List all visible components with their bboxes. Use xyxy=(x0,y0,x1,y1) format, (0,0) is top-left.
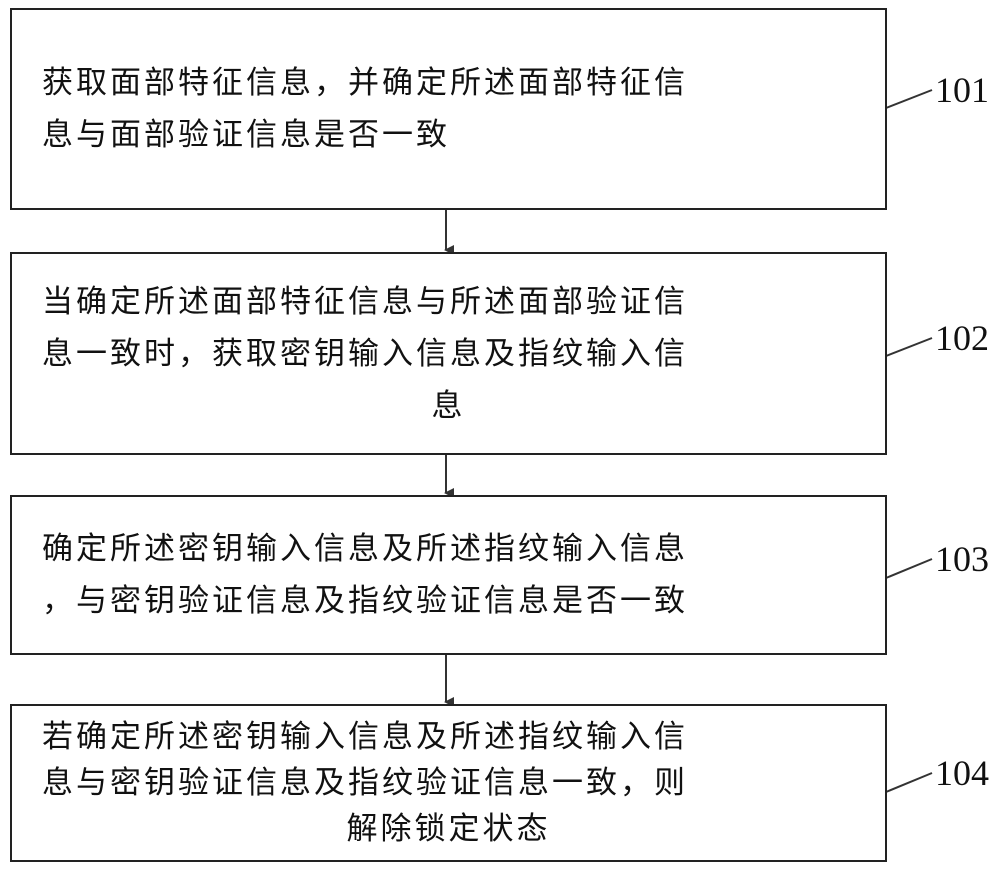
leader-101 xyxy=(885,89,933,109)
leader-104 xyxy=(885,772,933,793)
step-box-103: 确定所述密钥输入信息及所述指纹输入信息 ，与密钥验证信息及指纹验证信息是否一致 xyxy=(10,495,887,655)
step-text: ，与密钥验证信息及指纹验证信息是否一致 xyxy=(42,583,688,619)
step-text: 息与面部验证信息是否一致 xyxy=(42,117,450,153)
step-text: 息一致时，获取密钥输入信息及指纹输入信 xyxy=(42,335,688,372)
step-label-104: 104 xyxy=(935,753,989,793)
step-text: 息 xyxy=(431,387,466,424)
step-text: 当确定所述面部特征信息与所述面部验证信 xyxy=(42,283,688,320)
leader-102 xyxy=(885,337,933,357)
step-text: 解除锁定状态 xyxy=(346,811,551,847)
step-box-104: 若确定所述密钥输入信息及所述指纹输入信 息与密钥验证信息及指纹验证信息一致，则 … xyxy=(10,704,887,862)
step-text: 确定所述密钥输入信息及所述指纹输入信息 xyxy=(42,531,688,567)
step-text: 息与密钥验证信息及指纹验证信息一致，则 xyxy=(42,765,688,801)
leader-103 xyxy=(885,558,933,579)
step-label-102: 102 xyxy=(935,318,989,358)
step-label-103: 103 xyxy=(935,539,989,579)
step-text: 若确定所述密钥输入信息及所述指纹输入信 xyxy=(42,719,688,755)
step-box-102: 当确定所述面部特征信息与所述面部验证信 息一致时，获取密钥输入信息及指纹输入信 … xyxy=(10,252,887,455)
step-label-101: 101 xyxy=(935,70,989,110)
step-box-101: 获取面部特征信息，并确定所述面部特征信 息与面部验证信息是否一致 xyxy=(10,8,887,210)
step-text: 获取面部特征信息，并确定所述面部特征信 xyxy=(42,65,688,101)
